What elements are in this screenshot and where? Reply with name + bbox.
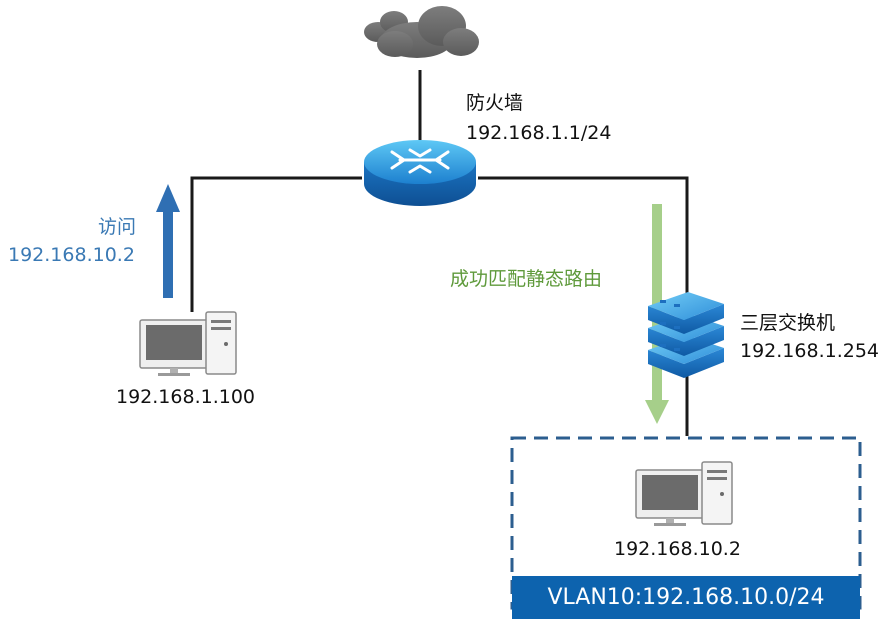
- left-pc-icon: [139, 311, 237, 376]
- l3-switch-ip: 192.168.1.254: [740, 340, 880, 362]
- access-target-ip: 192.168.10.2: [8, 244, 135, 266]
- inner-pc-ip: 192.168.10.2: [614, 538, 741, 560]
- access-arrow: [156, 184, 180, 298]
- firewall-icon: [364, 140, 476, 206]
- network-links: [190, 70, 689, 436]
- switch-link: [478, 176, 689, 294]
- inner-pc-icon: [635, 461, 733, 526]
- route-label: 成功匹配静态路由: [450, 268, 603, 290]
- access-label: 访问: [98, 216, 137, 238]
- firewall-ip: 192.168.1.1/24: [466, 122, 612, 144]
- left-pc-ip: 192.168.1.100: [116, 386, 256, 408]
- l3-switch-name: 三层交换机: [740, 312, 836, 334]
- cloud-icon: [364, 6, 479, 58]
- l3-switch-icon: [648, 292, 724, 378]
- vlan-label-bar: VLAN10:192.168.10.0/24: [512, 576, 860, 619]
- left-pc-link: [190, 176, 362, 312]
- firewall-name: 防火墙: [466, 92, 524, 114]
